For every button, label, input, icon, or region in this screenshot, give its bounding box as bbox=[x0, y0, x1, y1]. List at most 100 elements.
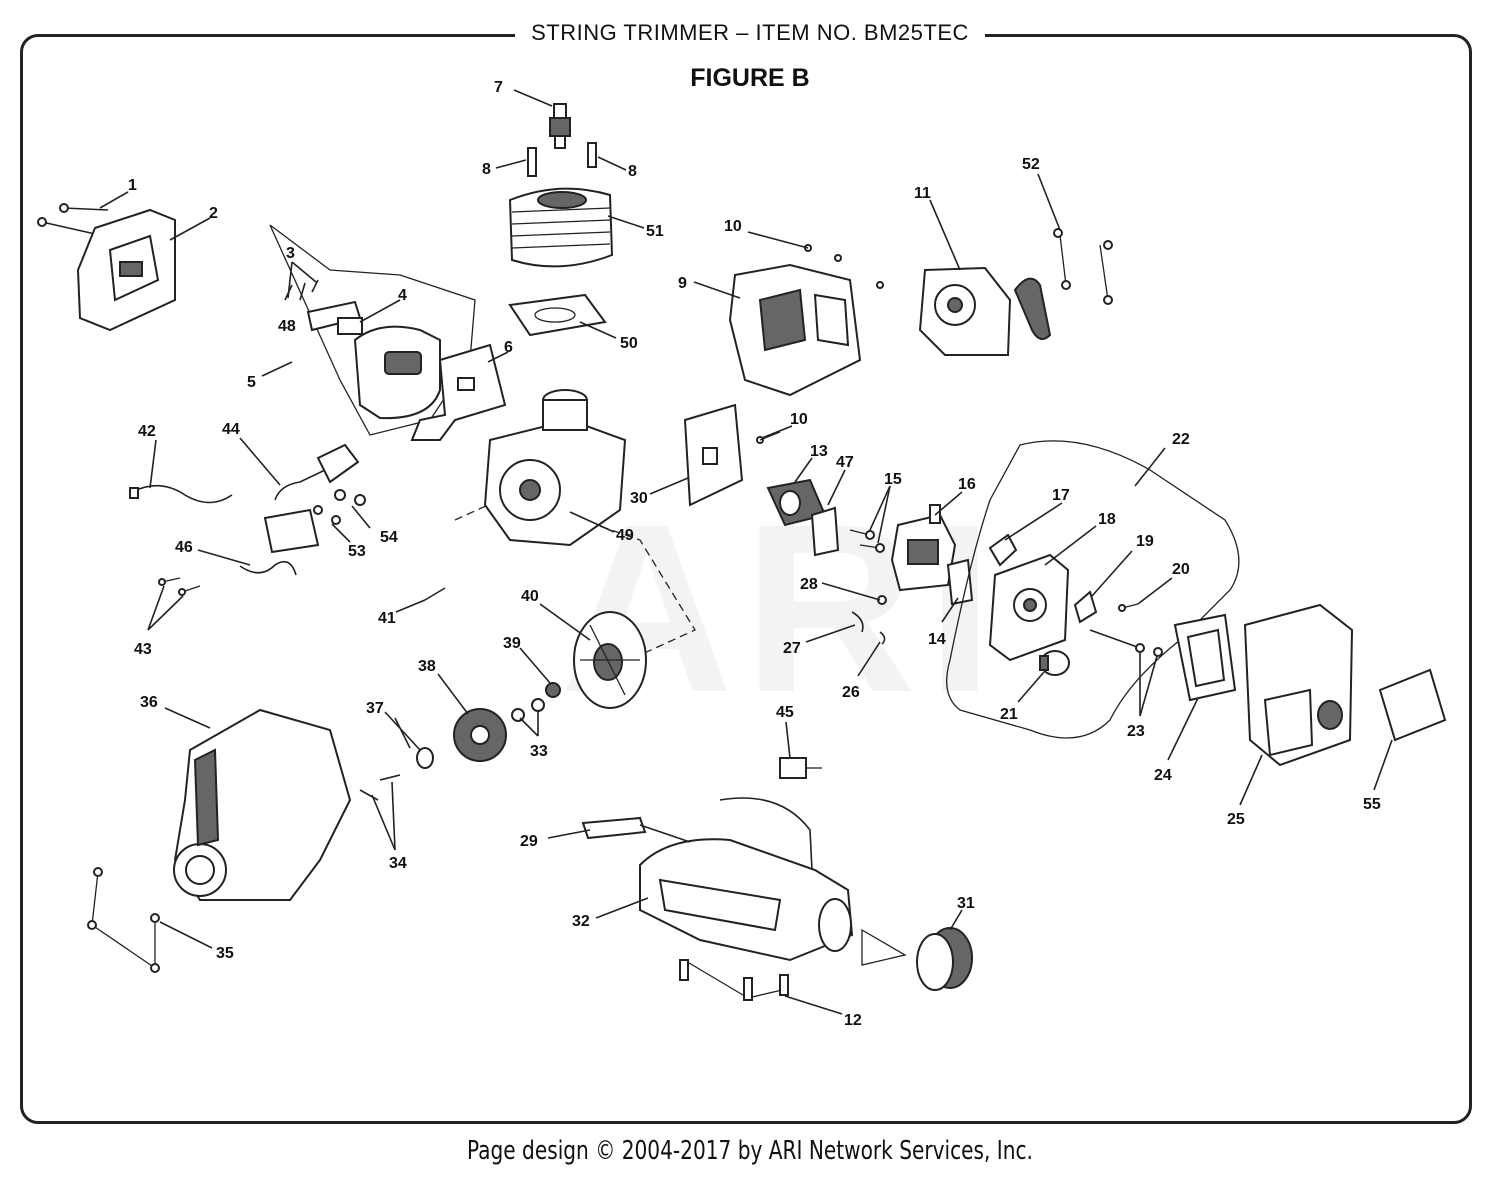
part-47-gasket bbox=[810, 506, 840, 557]
callout-21: 21 bbox=[1000, 706, 1018, 723]
callout-10a: 10 bbox=[724, 218, 742, 235]
callout-8b: 8 bbox=[628, 163, 637, 180]
part-11-recoil-starter bbox=[918, 266, 1052, 356]
part-29-label bbox=[581, 816, 647, 840]
part-23-screws bbox=[1089, 629, 1163, 657]
part-10-screw-mid bbox=[756, 431, 781, 444]
callout-35: 35 bbox=[216, 945, 234, 962]
part-16-carburetor bbox=[890, 504, 957, 592]
footer-copyright: Page design © 2004-2017 by ARI Network S… bbox=[467, 1136, 1033, 1166]
leader-lines bbox=[99, 89, 1393, 1015]
callout-45: 45 bbox=[776, 704, 794, 721]
part-41-pin bbox=[424, 587, 446, 601]
callout-14: 14 bbox=[928, 631, 946, 648]
part-43-screws bbox=[158, 577, 201, 596]
part-14-gasket bbox=[946, 558, 974, 606]
callout-4: 4 bbox=[398, 287, 407, 304]
callout-31: 31 bbox=[957, 895, 975, 912]
callout-5: 5 bbox=[247, 374, 256, 391]
callout-24: 24 bbox=[1154, 767, 1172, 784]
part-49-crankcase bbox=[483, 389, 627, 547]
callout-42: 42 bbox=[138, 423, 156, 440]
callout-38: 38 bbox=[418, 658, 436, 675]
part-24-air-filter bbox=[1173, 613, 1237, 702]
callout-44: 44 bbox=[222, 421, 240, 438]
callout-32: 32 bbox=[572, 913, 590, 930]
callout-41: 41 bbox=[378, 610, 396, 627]
part-19-lever bbox=[1073, 590, 1098, 624]
part-8-bolts bbox=[527, 142, 597, 177]
part-40-flywheel bbox=[573, 611, 647, 709]
part-45-fuel-filter bbox=[779, 757, 822, 779]
part-21-primer-bulb bbox=[1039, 650, 1070, 676]
callout-40: 40 bbox=[521, 588, 539, 605]
part-33-washers bbox=[511, 698, 545, 722]
part-25-filter-cover bbox=[1243, 603, 1354, 767]
part-32-fuel-tank bbox=[639, 797, 854, 962]
part-44-ignition-coil bbox=[263, 443, 360, 554]
part-18-air-box bbox=[988, 553, 1070, 662]
callout-51: 51 bbox=[646, 223, 664, 240]
callout-48: 48 bbox=[278, 318, 296, 335]
part-10-screws-top bbox=[804, 244, 884, 289]
callout-50: 50 bbox=[620, 335, 638, 352]
callout-23: 23 bbox=[1127, 723, 1145, 740]
part-17-choke bbox=[988, 533, 1018, 567]
callout-1: 1 bbox=[128, 177, 137, 194]
callout-11: 11 bbox=[914, 185, 931, 202]
callout-29: 29 bbox=[520, 833, 538, 850]
part-52-screws bbox=[1053, 228, 1113, 305]
callout-19: 19 bbox=[1136, 533, 1154, 550]
part-42-wire bbox=[129, 484, 233, 504]
callout-18: 18 bbox=[1098, 511, 1116, 528]
callout-20: 20 bbox=[1172, 561, 1190, 578]
part-26-clip bbox=[879, 631, 886, 645]
callout-17: 17 bbox=[1052, 487, 1070, 504]
callout-6: 6 bbox=[504, 339, 513, 356]
callout-9: 9 bbox=[678, 275, 687, 292]
callout-7: 7 bbox=[494, 79, 503, 96]
callout-13: 13 bbox=[810, 443, 828, 460]
part-5-muffler bbox=[353, 325, 441, 420]
callout-28: 28 bbox=[800, 576, 818, 593]
callout-53: 53 bbox=[348, 543, 366, 560]
part-38-clutch bbox=[453, 708, 507, 762]
callout-16: 16 bbox=[958, 476, 976, 493]
part-30-plate bbox=[683, 403, 744, 507]
callout-22: 22 bbox=[1172, 431, 1190, 448]
callout-12: 12 bbox=[844, 1012, 862, 1029]
part-46-ground-wire bbox=[239, 560, 297, 576]
part-54-washers bbox=[334, 489, 366, 506]
part-51-cylinder bbox=[508, 187, 614, 268]
callout-8a: 8 bbox=[482, 161, 491, 178]
page-title: STRING TRIMMER – ITEM NO. BM25TEC bbox=[0, 20, 1500, 46]
callout-43: 43 bbox=[134, 641, 152, 658]
callout-47: 47 bbox=[836, 454, 854, 471]
callout-30: 30 bbox=[630, 490, 648, 507]
part-20-screw bbox=[1118, 603, 1139, 612]
callout-10b: 10 bbox=[790, 411, 808, 428]
callout-52: 52 bbox=[1022, 156, 1040, 173]
callout-33: 33 bbox=[530, 743, 548, 760]
part-2-cover bbox=[76, 208, 176, 332]
part-36-clutch-housing bbox=[173, 708, 352, 901]
part-13-insulator bbox=[766, 478, 827, 527]
part-6-heat-shield bbox=[410, 343, 507, 441]
part-9-engine-cover bbox=[728, 263, 862, 397]
callout-54: 54 bbox=[380, 529, 398, 546]
part-55-label bbox=[1378, 668, 1447, 742]
callout-26: 26 bbox=[842, 684, 860, 701]
callout-2: 2 bbox=[209, 205, 218, 222]
callout-55: 55 bbox=[1363, 796, 1381, 813]
callout-39: 39 bbox=[503, 635, 521, 652]
part-37-washer bbox=[416, 747, 434, 769]
callout-36: 36 bbox=[140, 694, 158, 711]
callout-labels: 1 2 3 4 5 6 7 8 8 9 10 10 11 12 13 14 15… bbox=[128, 79, 1381, 1029]
callout-49: 49 bbox=[616, 527, 634, 544]
part-53-washers bbox=[313, 505, 341, 525]
part-34-bolts bbox=[359, 774, 401, 801]
part-12-screws bbox=[679, 959, 789, 1001]
callout-34: 34 bbox=[389, 855, 407, 872]
title-text: STRING TRIMMER – ITEM NO. BM25TEC bbox=[515, 20, 985, 45]
